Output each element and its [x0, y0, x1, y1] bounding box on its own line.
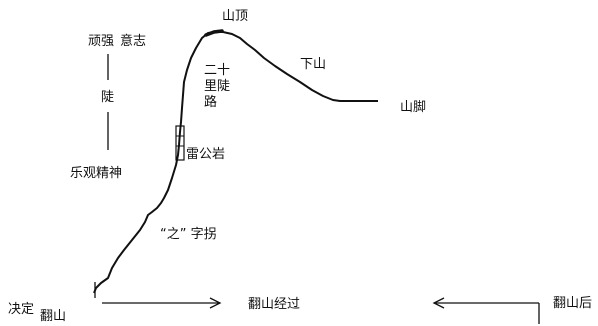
- process-arrow-head: [209, 297, 222, 309]
- after-arrow-head: [432, 297, 445, 309]
- thunder-rock-box: [175, 125, 185, 161]
- will-label: 意志: [120, 34, 147, 49]
- mountain-descent-line: [222, 31, 378, 102]
- thunder-rock-label: 雷公岩: [186, 147, 226, 162]
- summit-label: 山顶: [222, 9, 249, 24]
- twenty-li-label-1: 二十: [204, 63, 231, 78]
- mountain-ascent-line: [93, 31, 223, 294]
- steep-label: 陡: [101, 90, 115, 105]
- climb-label: 翻山: [40, 309, 67, 324]
- foot-label: 山脚: [400, 100, 427, 115]
- process-label: 翻山经过: [248, 297, 301, 312]
- stubborn-label: 顽强: [88, 34, 115, 49]
- decide-label: 决定: [8, 302, 35, 317]
- descend-label: 下山: [300, 57, 327, 72]
- twenty-li-label-3: 路: [204, 95, 218, 110]
- twenty-li-label-2: 里陡: [204, 79, 231, 94]
- summit-ridge-line: [204, 29, 224, 37]
- after-label: 翻山后: [553, 296, 593, 311]
- optimism-label: 乐观精神: [70, 166, 123, 181]
- zigzag-label: “之” 字拐: [160, 227, 217, 242]
